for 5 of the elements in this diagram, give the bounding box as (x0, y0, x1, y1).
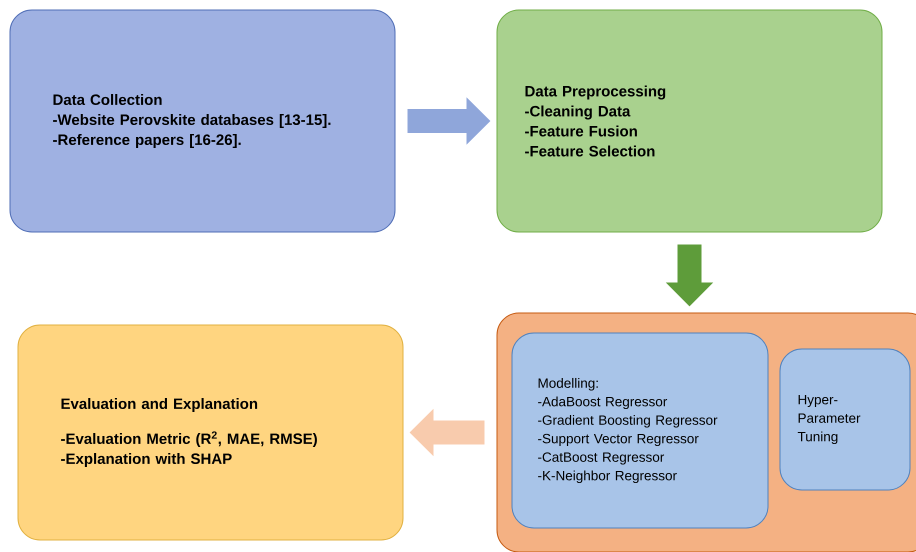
process-box: Data Preprocessing -Cleaning Data -Feature Fusion -Feature Selection (496, 10, 882, 232)
process-box: Hyper-Parameter Tuning (780, 348, 910, 490)
process-box: Evaluation and Explanation -Evaluation Metric (R$^{2}$, MAE, RMSE) -Explanation with SHAP (18, 324, 404, 540)
process-box: Modelling: -AdaBoost Regressor -Gradient Boosting Regressor -Support Vector Regressor -CatBoost Regressor -K-Neighbor Regressor (512, 332, 768, 528)
process-box: Data Collection -Website Perovskite databases [13-15]. -Reference papers [16-26]. (10, 10, 396, 232)
